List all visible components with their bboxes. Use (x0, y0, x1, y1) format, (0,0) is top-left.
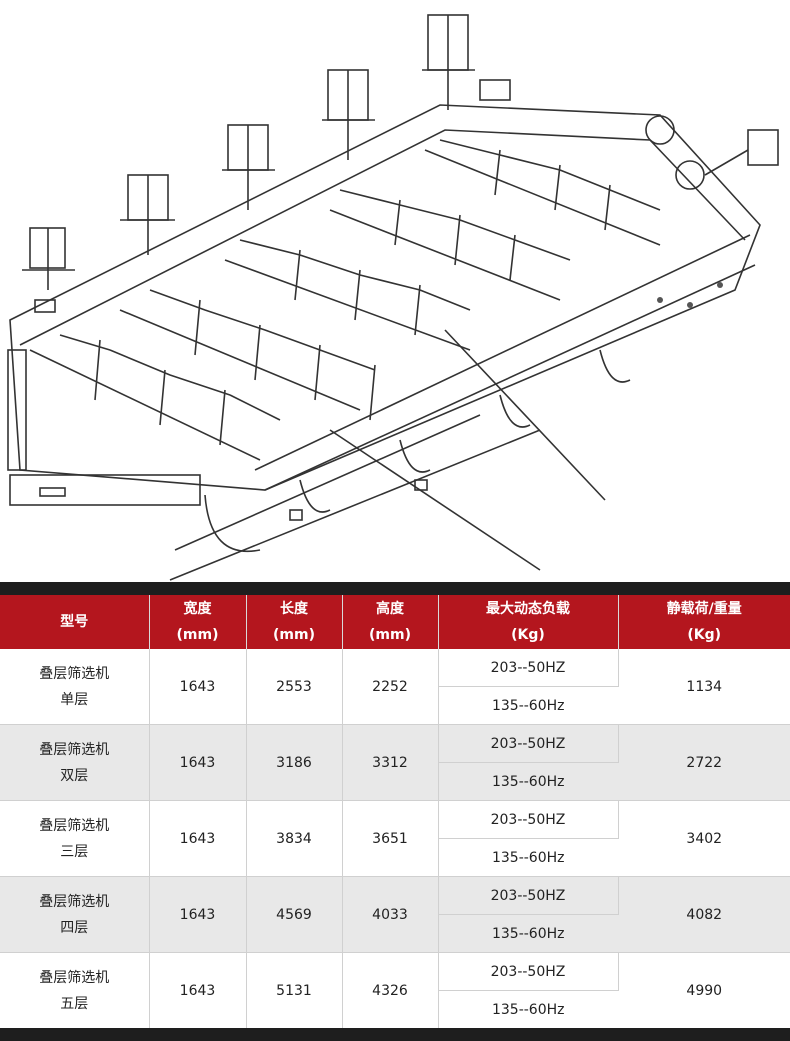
width-cell: 1643 (149, 724, 247, 801)
load-60hz-cell: 135--60Hz (438, 762, 618, 801)
weight-cell: 1134 (618, 649, 790, 725)
length-cell: 2553 (246, 649, 343, 725)
divider-bar-bottom (0, 1028, 790, 1041)
table-row: 叠层筛选机四层 1643 4569 4033 203--50HZ 4082 (0, 876, 790, 953)
load-50hz-cell: 203--50HZ (438, 800, 619, 839)
width-cell: 1643 (149, 876, 247, 953)
model-cell: 叠层筛选机单层 (0, 649, 150, 725)
length-cell: 3186 (246, 724, 343, 801)
table-row: 叠层筛选机五层 1643 5131 4326 203--50HZ 4990 (0, 952, 790, 1029)
load-60hz-cell: 135--60Hz (438, 686, 618, 725)
table-row: 叠层筛选机三层 1643 3834 3651 203--50HZ 3402 (0, 800, 790, 877)
weight-cell: 4990 (618, 952, 790, 1029)
table-subrow: 135--60Hz (0, 914, 790, 953)
length-cell: 3834 (246, 800, 343, 877)
table-subrow: 135--60Hz (0, 990, 790, 1029)
specification-table: 型号 宽度(mm) 长度(mm) 高度(mm) 最大动态负载(Kg) 静载荷/重… (0, 595, 790, 1029)
table-subrow: 135--60Hz (0, 686, 790, 725)
divider-bar-top (0, 582, 790, 595)
load-50hz-cell: 203--50HZ (438, 952, 619, 991)
table-subrow: 135--60Hz (0, 762, 790, 801)
table-subrow: 135--60Hz (0, 838, 790, 877)
width-cell: 1643 (149, 952, 247, 1029)
table-row: 叠层筛选机单层 1643 2553 2252 203--50HZ 1134 (0, 649, 790, 725)
header-model: 型号 (0, 595, 150, 649)
model-cell: 叠层筛选机双层 (0, 724, 150, 801)
header-height: 高度(mm) (342, 595, 439, 649)
height-cell: 3651 (342, 800, 439, 877)
header-length: 长度(mm) (246, 595, 343, 649)
table-header-row: 型号 宽度(mm) 长度(mm) 高度(mm) 最大动态负载(Kg) 静载荷/重… (0, 595, 790, 649)
header-static-load-weight: 静载荷/重量(Kg) (618, 595, 790, 649)
load-60hz-cell: 135--60Hz (438, 914, 618, 953)
load-50hz-cell: 203--50HZ (438, 649, 619, 687)
model-cell: 叠层筛选机三层 (0, 800, 150, 877)
height-cell: 4033 (342, 876, 439, 953)
weight-cell: 3402 (618, 800, 790, 877)
width-cell: 1643 (149, 649, 247, 725)
length-cell: 5131 (246, 952, 343, 1029)
load-60hz-cell: 135--60Hz (438, 990, 618, 1029)
model-cell: 叠层筛选机四层 (0, 876, 150, 953)
load-60hz-cell: 135--60Hz (438, 838, 618, 877)
load-50hz-cell: 203--50HZ (438, 724, 619, 763)
height-cell: 4326 (342, 952, 439, 1029)
header-width: 宽度(mm) (149, 595, 247, 649)
screener-technical-drawing (7, 14, 779, 581)
load-50hz-cell: 203--50HZ (438, 876, 619, 915)
width-cell: 1643 (149, 800, 247, 877)
header-max-dynamic-load: 最大动态负载(Kg) (438, 595, 619, 649)
height-cell: 2252 (342, 649, 439, 725)
length-cell: 4569 (246, 876, 343, 953)
model-cell: 叠层筛选机五层 (0, 952, 150, 1029)
height-cell: 3312 (342, 724, 439, 801)
weight-cell: 2722 (618, 724, 790, 801)
table-row: 叠层筛选机双层 1643 3186 3312 203--50HZ 2722 (0, 724, 790, 801)
screener-line-drawing (7, 14, 779, 581)
weight-cell: 4082 (618, 876, 790, 953)
